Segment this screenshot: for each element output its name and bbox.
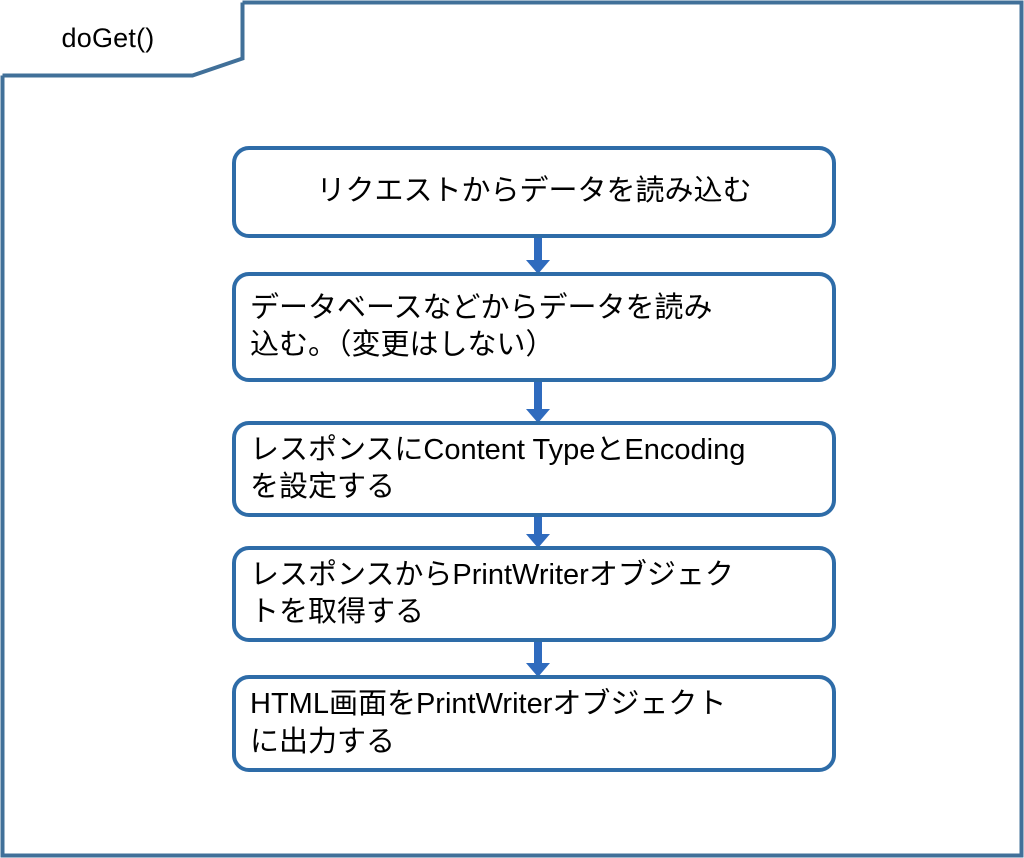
flow-node-set-content-type-and-encoding[interactable]: レスポンスにContent TypeとEncoding を設定する — [232, 421, 836, 517]
arrow-head-down-icon — [526, 260, 550, 274]
flow-node-label: HTML画面をPrintWriterオブジェクト に出力する — [250, 688, 727, 758]
flow-node-label: レスポンスからPrintWriterオブジェク トを取得する — [250, 558, 734, 628]
flow-node-get-printwriter-object[interactable]: レスポンスからPrintWriterオブジェク トを取得する — [232, 546, 836, 642]
flow-node-output-html-to-printwriter[interactable]: HTML画面をPrintWriterオブジェクト に出力する — [232, 675, 836, 772]
arrow-shaft — [534, 642, 542, 663]
arrow-shaft — [534, 517, 542, 534]
flow-node-label: リクエストからデータを読み込む — [316, 175, 752, 208]
flow-node-label: データベースなどからデータを読み 込む。（変更はしない） — [250, 291, 713, 361]
arrow-head-down-icon — [526, 663, 550, 677]
flow-node-read-data-from-database[interactable]: データベースなどからデータを読み 込む。（変更はしない） — [232, 272, 836, 382]
arrow-shaft — [534, 238, 542, 260]
diagram-tab-label: doGet() — [61, 22, 155, 53]
arrow-head-down-icon — [526, 534, 550, 548]
flow-node-read-data-from-request[interactable]: リクエストからデータを読み込む — [232, 146, 836, 238]
flow-arrow-3-to-4 — [526, 517, 550, 548]
arrow-shaft — [534, 382, 542, 409]
flow-arrow-4-to-5 — [526, 642, 550, 677]
flow-arrow-2-to-3 — [526, 382, 550, 423]
arrow-head-down-icon — [526, 409, 550, 423]
flow-arrow-1-to-2 — [526, 238, 550, 274]
flow-node-label: レスポンスにContent TypeとEncoding を設定する — [250, 433, 746, 503]
